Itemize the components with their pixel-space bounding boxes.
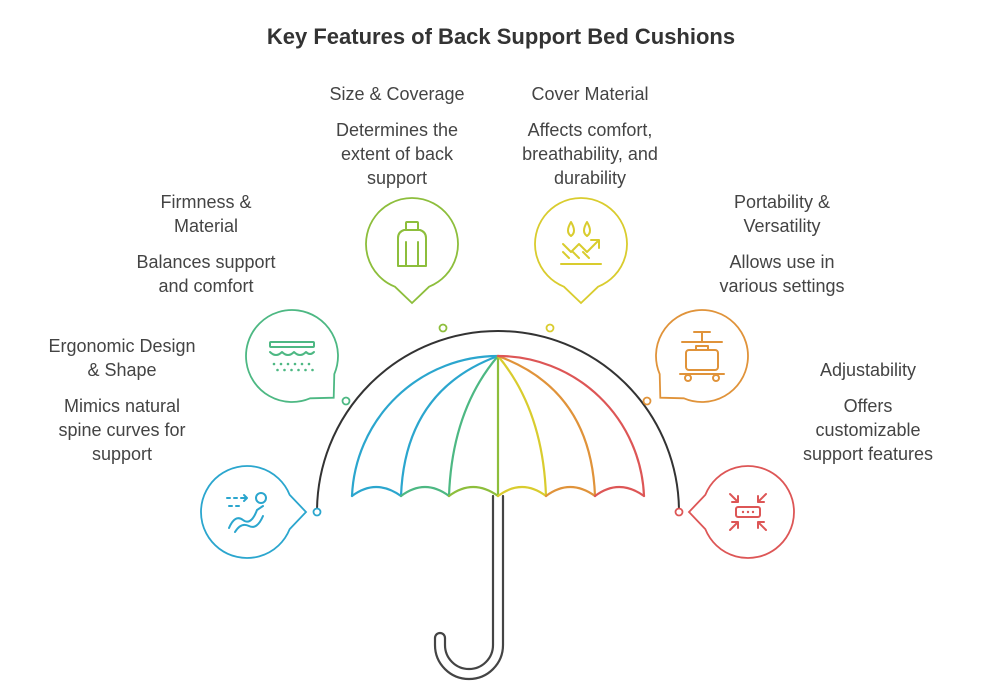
feature-description: Determines the extent of back support [335,120,459,188]
feature-name: Portability & Versatility [733,192,831,236]
umbrella-handle [433,494,505,681]
canopy-rib-firmness [447,354,500,498]
feature-name: Cover Material [531,84,649,104]
canopy-edge-2 [399,485,451,498]
bubble-outline [687,465,795,559]
bubble-outline [245,309,339,403]
feature-bubble-cover [534,197,628,305]
connector-dot-size [438,323,448,333]
luggage-cart-icon [679,331,725,382]
foam-layer-icon [269,341,315,372]
connector-dot-cover [545,323,555,333]
bubble-outline [365,197,459,305]
canopy-edge-1 [350,485,403,498]
connector-dot-portability [642,396,652,406]
feature-name: Adjustability [819,360,917,380]
canopy-edge-6 [593,485,646,498]
bubble-outline [655,309,749,403]
canopy-edge-3 [447,485,500,498]
feature-bubble-firmness [245,309,339,403]
canopy-edge-5 [544,485,597,498]
feature-description: Mimics natural spine curves for support [58,396,186,464]
feature-name: Size & Coverage [329,84,465,104]
canopy-rib-ergonomic [350,354,500,498]
outer-arc [316,330,680,513]
adjust-arrows-icon [729,493,767,531]
feature-description: Allows use in various settings [719,252,845,296]
feature-description: Balances support and comfort [136,252,276,296]
feature-description: Offers customizable support features [802,396,934,464]
connector-dot-adjustability [674,507,684,517]
canopy-edge-4 [496,485,548,498]
water-drops-icon [560,221,602,265]
feature-name: Firmness & Material [160,192,252,236]
bubble-outline [534,197,628,305]
bubble-outline [200,465,308,559]
connector-dot-firmness [341,396,351,406]
canopy-rib-cover [496,354,548,498]
canopy-rib-ergonomic-inner [399,354,500,498]
feature-bubble-portability [655,309,749,403]
umbrella-canopy [350,354,646,498]
diagram-title: Key Features of Back Support Bed Cushion… [266,24,736,49]
canopy-rib-adjustability [496,354,646,498]
feature-bubble-size [365,197,459,305]
feature-name: Ergonomic Design & Shape [48,336,196,380]
feature-description: Affects comfort, breathability, and dura… [522,120,658,188]
connector-dot-ergonomic [312,507,322,517]
cushion-icon [397,221,427,267]
feature-bubble-ergonomic [200,465,308,559]
feature-bubble-adjustability [687,465,795,559]
reclining-person-icon [226,492,267,533]
canopy-rib-portability [496,354,597,498]
